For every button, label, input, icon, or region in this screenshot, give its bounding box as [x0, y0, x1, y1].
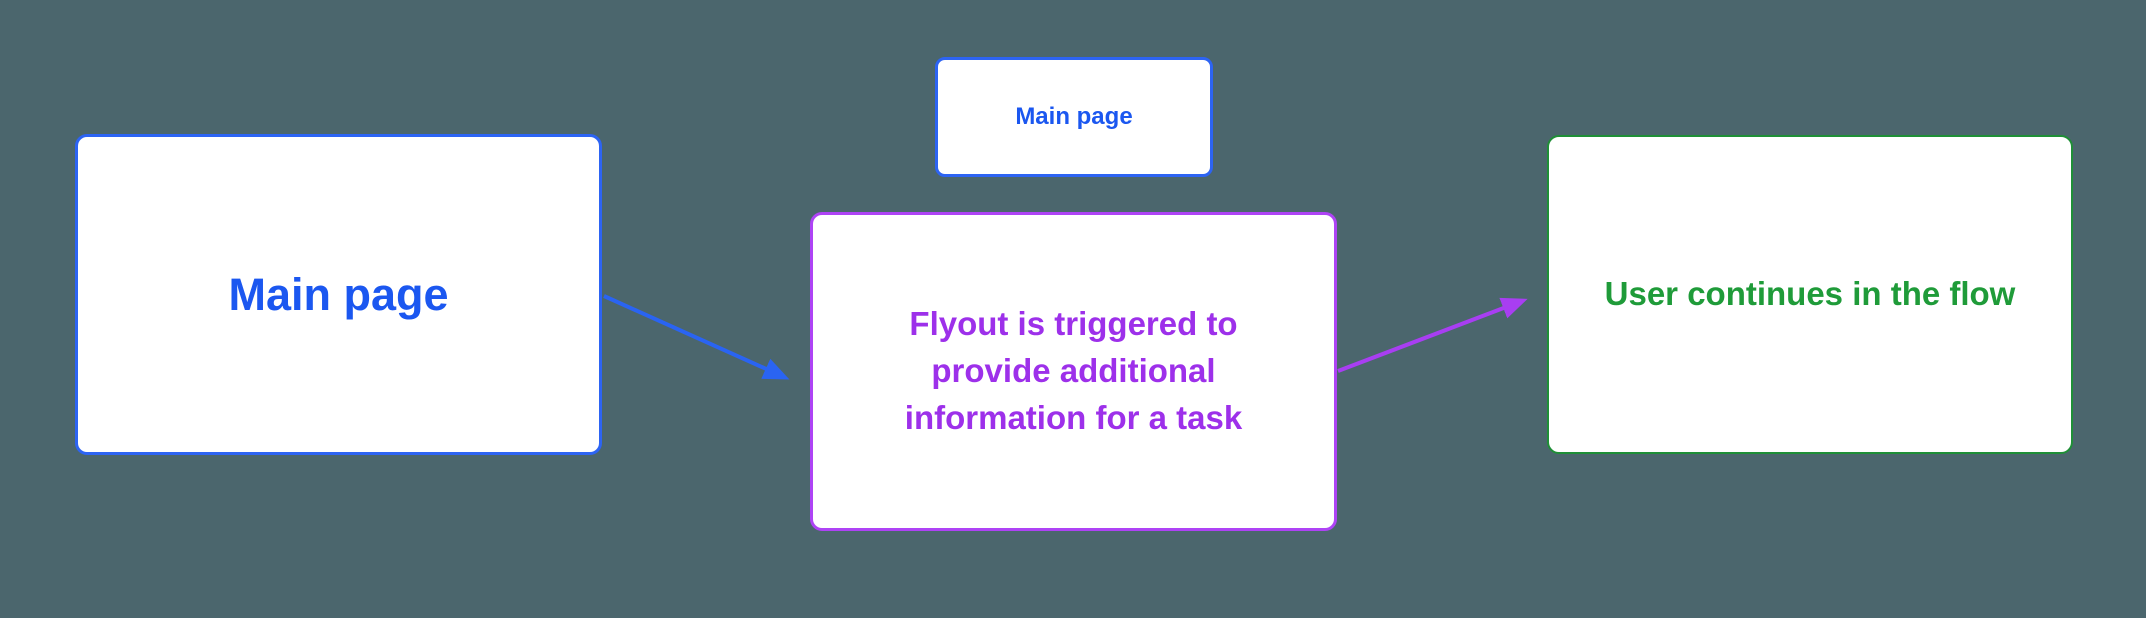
node-flyout[interactable]: Flyout is triggered to provide additiona…	[810, 212, 1337, 531]
node-user-continues[interactable]: User continues in the flow	[1547, 135, 2073, 454]
connector-flyout-to-user-continues[interactable]	[1337, 297, 1528, 373]
node-user-continues-label: User continues in the flow	[1604, 275, 2016, 313]
node-main-page-small-label: Main page	[1015, 102, 1133, 130]
node-main-page[interactable]: Main page	[75, 134, 602, 455]
node-main-page-small[interactable]: Main page	[935, 57, 1213, 177]
connector-main-page-to-flyout[interactable]	[603, 294, 790, 380]
node-flyout-label: Flyout is triggered to provide additiona…	[904, 305, 1243, 436]
node-main-page-label: Main page	[228, 268, 449, 320]
